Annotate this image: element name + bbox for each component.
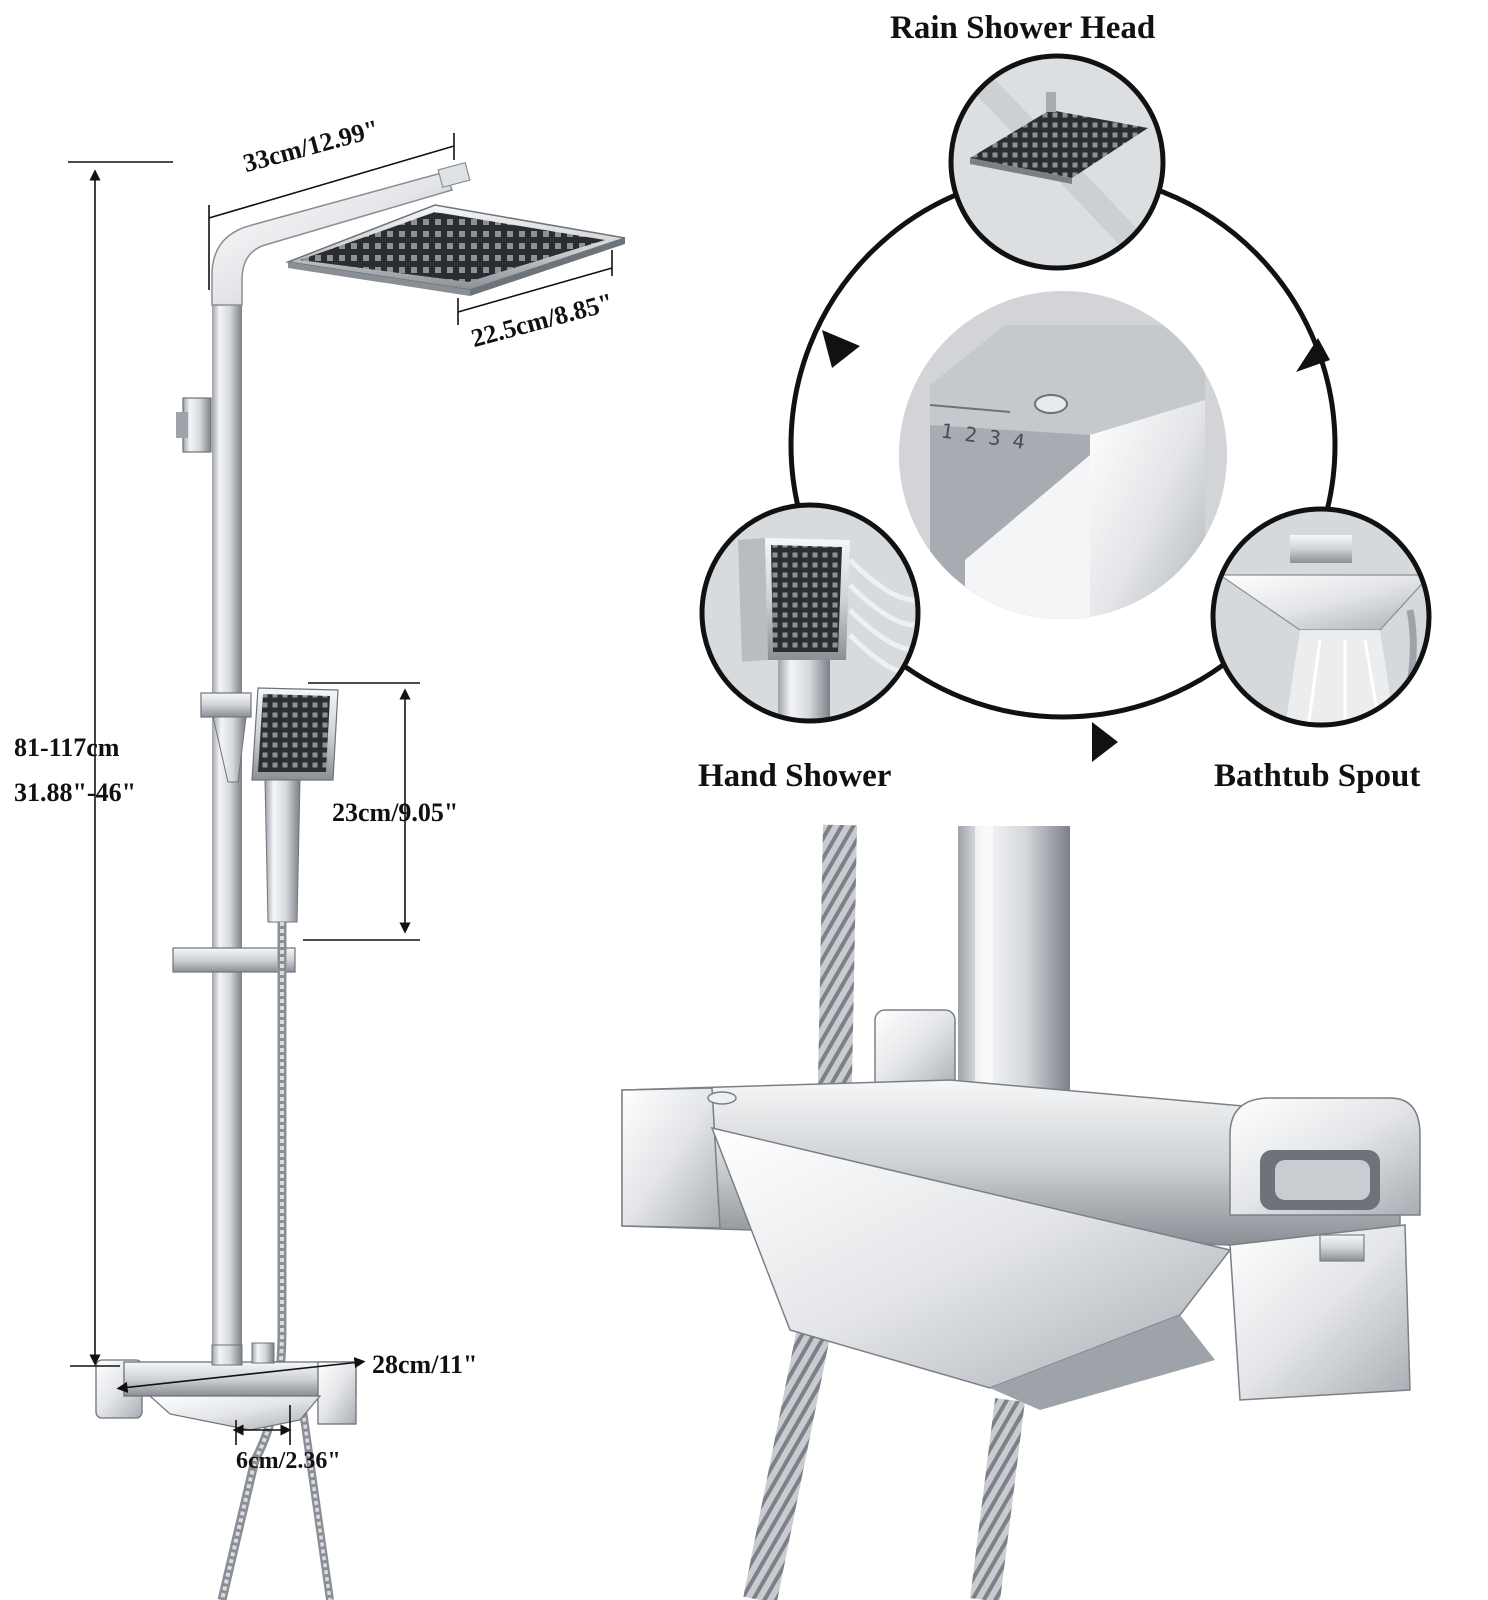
- rain-shower-head-caption: Rain Shower Head: [890, 10, 1156, 46]
- bathtub-spout-closeup: [1210, 506, 1432, 728]
- hand-shower-closeup: [699, 502, 921, 724]
- shower-system-illustration: [68, 133, 626, 1600]
- function-cycle-diagram: 1 2 3 4: [699, 53, 1432, 762]
- hand-shower-caption: Hand Shower: [698, 758, 892, 794]
- spout-depth-label: 6cm/2.36": [236, 1448, 341, 1474]
- bathtub-spout-caption: Bathtub Spout: [1214, 758, 1421, 794]
- cycle-arrow-right: [1296, 338, 1330, 372]
- hand-shower-length-label: 23cm/9.05": [332, 798, 459, 827]
- hand-shower-holder: [200, 692, 252, 718]
- hose-lower: [970, 1398, 1025, 1600]
- left-wall-mount: [874, 1009, 956, 1091]
- slide-bar: [172, 947, 296, 973]
- valve-width-label: 28cm/11": [372, 1350, 478, 1379]
- rain-head-closeup: [948, 53, 1166, 271]
- height-range-cm-label: 81-117cm: [14, 733, 120, 762]
- dimension-lines: [68, 133, 613, 1445]
- valve-closeup-photo: [621, 824, 1421, 1600]
- cycle-arrow-bottom: [1092, 722, 1118, 762]
- photo-riser-pipe: [958, 826, 1070, 1098]
- height-range-in-label: 31.88"-46": [14, 778, 137, 807]
- riser-pipe: [212, 300, 242, 1345]
- diverter-closeup: 1 2 3 4: [899, 291, 1227, 619]
- hand-shower-handle: [264, 779, 301, 923]
- rain-head-nozzles: [300, 212, 605, 282]
- left-temperature-knob: [621, 1087, 721, 1229]
- cycle-arrow-left: [822, 330, 860, 368]
- right-diverter-knob: [1229, 1224, 1411, 1401]
